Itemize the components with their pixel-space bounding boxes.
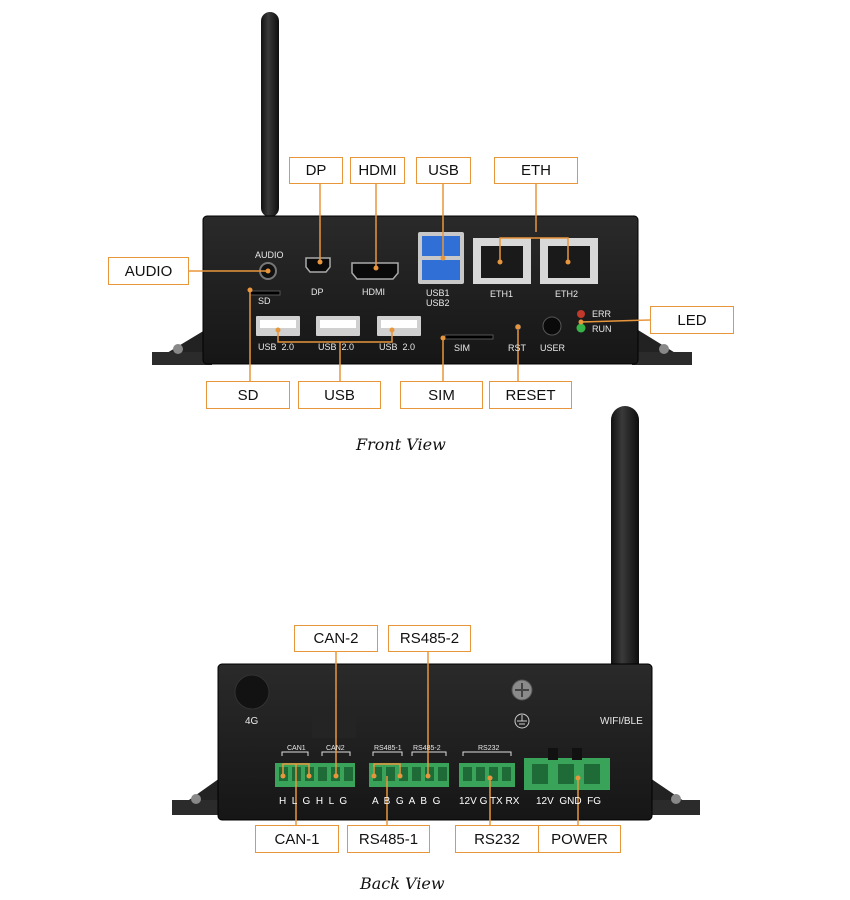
- callout-audio: AUDIO: [108, 257, 189, 285]
- hdmi-port: [351, 262, 399, 280]
- callout-dp: DP: [289, 157, 343, 184]
- dp-port: [305, 257, 331, 273]
- back-antenna: [611, 406, 639, 706]
- run-led: [576, 323, 586, 333]
- silk-can2: CAN2: [326, 745, 345, 752]
- silk-rst: RST: [508, 343, 527, 353]
- user-button: [542, 316, 562, 336]
- silk-can1: CAN1: [287, 745, 306, 752]
- rs485-terminal-block: [369, 763, 449, 787]
- callout-sim: SIM: [400, 381, 483, 409]
- silk-power-pins: 12V GND FG: [536, 796, 601, 807]
- silk-4g: 4G: [245, 716, 259, 727]
- silk-rs485-2: RS485-2: [413, 745, 441, 752]
- callout-can1: CAN-1: [255, 825, 339, 853]
- silk-sd: SD: [258, 296, 271, 306]
- silk-usb20-a: USB 2.0: [258, 342, 294, 352]
- err-led: [577, 310, 585, 318]
- callout-rs232: RS232: [455, 825, 539, 853]
- silk-audio: AUDIO: [255, 250, 284, 260]
- silk-usb20-b: USB 2.0: [318, 342, 354, 352]
- silk-run: RUN: [592, 324, 612, 334]
- ground-symbol: [514, 713, 530, 729]
- callout-rs485-2: RS485-2: [388, 625, 471, 652]
- callout-led: LED: [650, 306, 734, 334]
- callout-can2: CAN-2: [294, 625, 378, 652]
- front-view-caption: Front View: [356, 435, 446, 454]
- silk-can-pins: H L G H L G: [279, 796, 347, 807]
- callout-eth: ETH: [494, 157, 578, 184]
- front-antenna: [261, 12, 279, 217]
- silk-rs485-pins: A B G A B G: [372, 796, 441, 807]
- silk-rs232: RS232: [478, 745, 500, 752]
- callout-reset: RESET: [489, 381, 572, 409]
- silk-rs485-1: RS485-1: [374, 745, 402, 752]
- silk-hdmi: HDMI: [362, 287, 385, 297]
- sd-slot: [249, 290, 281, 296]
- 4g-antenna-port: [234, 674, 270, 710]
- callout-power: POWER: [538, 825, 621, 853]
- silk-usb1: USB1: [426, 288, 450, 298]
- back-view-caption: Back View: [360, 874, 445, 893]
- back-leader-lines: [282, 651, 579, 826]
- silk-rs232-pins: 12V G TX RX: [459, 796, 520, 807]
- silk-dp: DP: [311, 287, 324, 297]
- silk-sim: SIM: [454, 343, 470, 353]
- callout-sd: SD: [206, 381, 290, 409]
- label-recess: [312, 716, 356, 738]
- silk-eth1: ETH1: [490, 289, 513, 299]
- callout-hdmi: HDMI: [350, 157, 405, 184]
- callout-rs485-1: RS485-1: [347, 825, 430, 853]
- callout-usb-top: USB: [416, 157, 471, 184]
- silk-usb20-c: USB 2.0: [379, 342, 415, 352]
- silk-err: ERR: [592, 309, 612, 319]
- can-terminal-block: [275, 763, 355, 787]
- back-device: 4G WIFI/BLE CAN1 CAN2 RS485-1 RS485-2 RS…: [172, 406, 700, 826]
- front-device: AUDIO DP HDMI USB1 USB2 ETH1 ETH2 ERR RU…: [152, 12, 692, 384]
- silk-wifi-ble: WIFI/BLE: [600, 716, 643, 727]
- sim-slot: [444, 334, 494, 340]
- silk-usb2: USB2: [426, 298, 450, 308]
- silk-eth2: ETH2: [555, 289, 578, 299]
- callout-usb-bottom: USB: [298, 381, 381, 409]
- front-leader-lines: [188, 183, 651, 384]
- silk-user: USER: [540, 343, 566, 353]
